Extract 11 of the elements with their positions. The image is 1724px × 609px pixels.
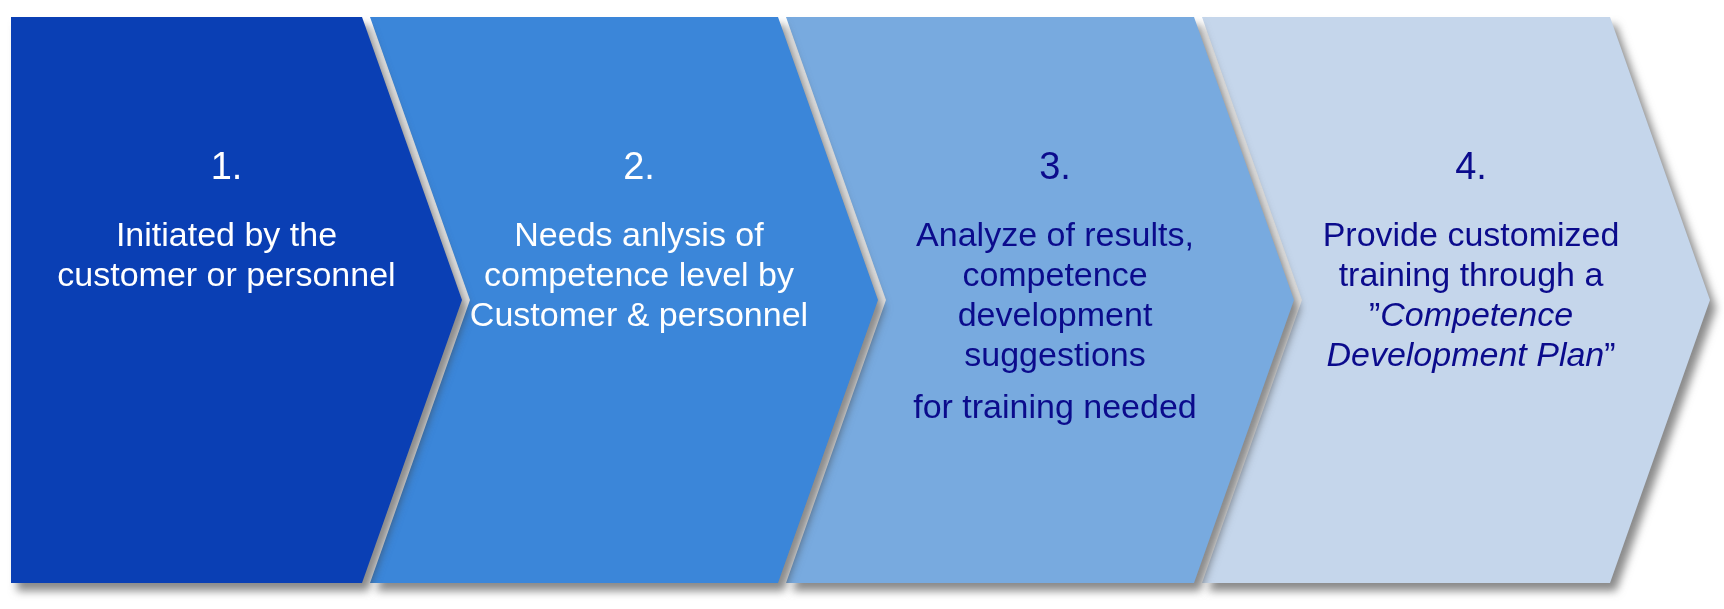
step-text: for training needed [913, 386, 1197, 426]
step-number: 4. [1455, 145, 1487, 188]
step-number: 1. [210, 145, 243, 188]
step-text: Needs anlysis of competence level by Customer & personnel [468, 214, 810, 334]
step-text: Analyze of results, competence development suggestions [915, 214, 1195, 374]
chevron-step [1202, 17, 1710, 583]
step-text: Initiated by the customer or personnel [56, 214, 397, 294]
step-number: 2. [623, 145, 655, 188]
step-number: 3. [1039, 145, 1071, 188]
chevron-step [11, 17, 462, 583]
step-text: Provide customized training through a ”Competence Development Plan” [1321, 214, 1621, 374]
